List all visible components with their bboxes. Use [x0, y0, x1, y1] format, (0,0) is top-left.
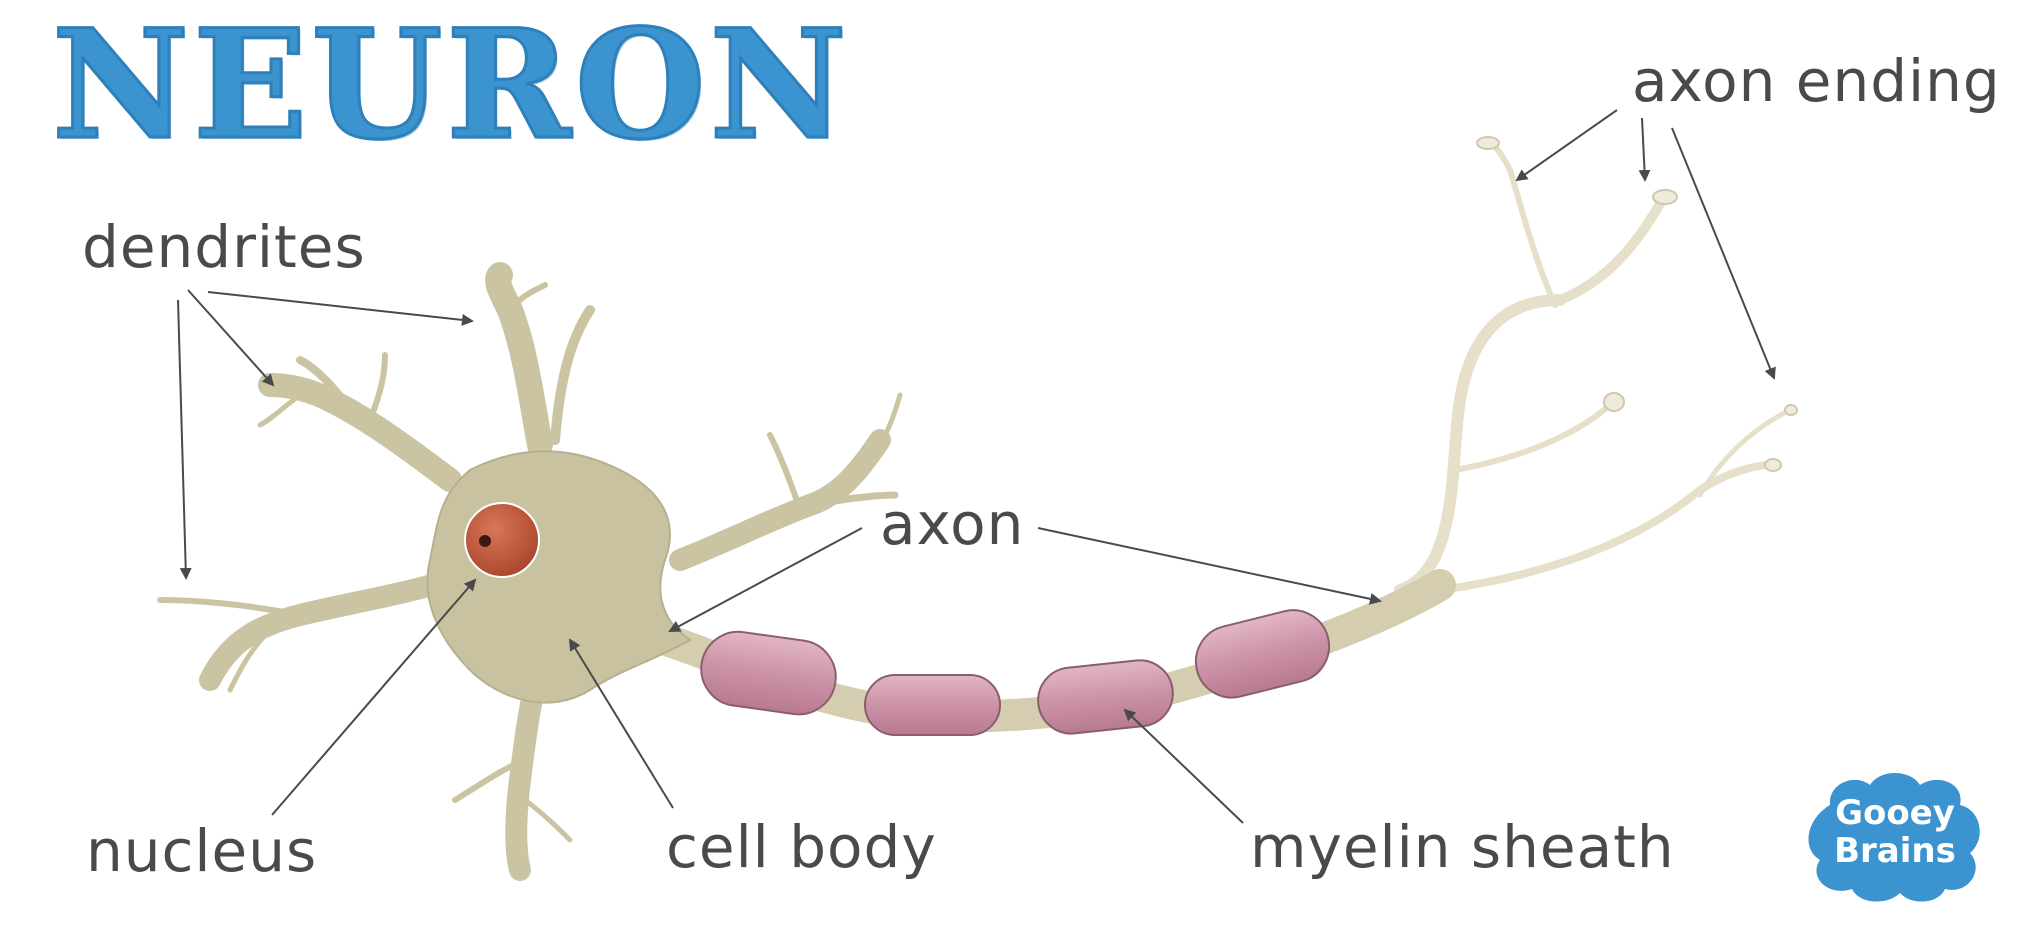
- arrow-axon-right: [1037, 527, 1382, 605]
- myelin-segment: [700, 630, 837, 716]
- arrow-axon-ending-2: [1638, 117, 1651, 182]
- axon-ending-bulbs: [1476, 136, 1798, 472]
- logo-text-brains: Brains: [1834, 831, 1956, 871]
- label-dendrites: dendrites: [82, 213, 366, 281]
- myelin-segment: [1037, 659, 1174, 735]
- arrow-nucleus: [271, 578, 477, 816]
- myelin-segments: [700, 609, 1331, 736]
- label-axon: axon: [880, 490, 1025, 558]
- pointer-arrows: [177, 109, 1776, 824]
- arrow-dendrites-1: [207, 291, 474, 326]
- arrow-axon-ending-3: [1671, 127, 1776, 380]
- logo-text-gooey: Gooey: [1835, 793, 1955, 833]
- logo-cloud-icon: [1808, 773, 1980, 902]
- gooey-brains-logo: Gooey Brains: [1800, 765, 1990, 905]
- arrow-cell-body: [568, 638, 674, 809]
- cell-body-shape: [426, 450, 692, 704]
- page-title: NEURON: [51, 0, 851, 173]
- label-cell-body: cell body: [666, 813, 937, 881]
- arrow-myelin: [1123, 708, 1244, 824]
- label-nucleus: nucleus: [86, 817, 318, 885]
- nucleolus-dot: [479, 535, 491, 547]
- arrow-axon-ending-1: [1515, 109, 1618, 182]
- arrow-dendrites-2: [187, 289, 275, 387]
- myelin-segment: [1194, 609, 1331, 699]
- arrow-axon-left: [668, 527, 863, 632]
- nucleus-circle: [464, 502, 540, 578]
- label-axon-ending: axon ending: [1632, 47, 2001, 115]
- label-myelin-sheath: myelin sheath: [1250, 813, 1675, 881]
- myelin-segment: [864, 674, 1001, 736]
- arrow-dendrites-3: [177, 299, 192, 580]
- axon-terminal-branches: [1394, 137, 1793, 596]
